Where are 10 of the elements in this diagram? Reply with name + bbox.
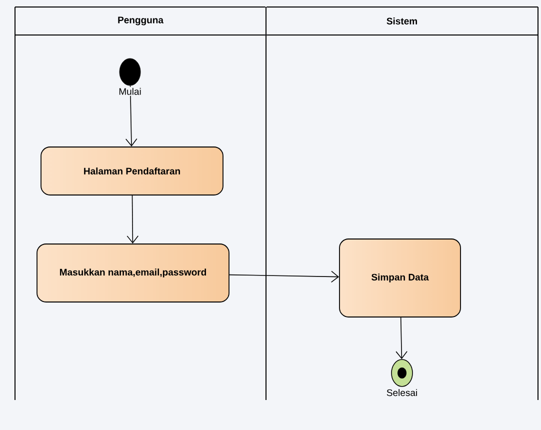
arrow xyxy=(229,270,340,283)
end-node xyxy=(391,359,413,387)
arrow xyxy=(125,85,138,147)
node-caption: Selesai xyxy=(385,388,419,398)
arrow xyxy=(126,195,139,244)
activity-box: Masukkan nama,email,password xyxy=(36,244,230,302)
activity-box: Halaman Pendaftaran xyxy=(40,146,224,196)
arrow xyxy=(396,317,408,360)
activity-box: Simpan Data xyxy=(339,238,461,318)
start-node xyxy=(119,58,141,86)
